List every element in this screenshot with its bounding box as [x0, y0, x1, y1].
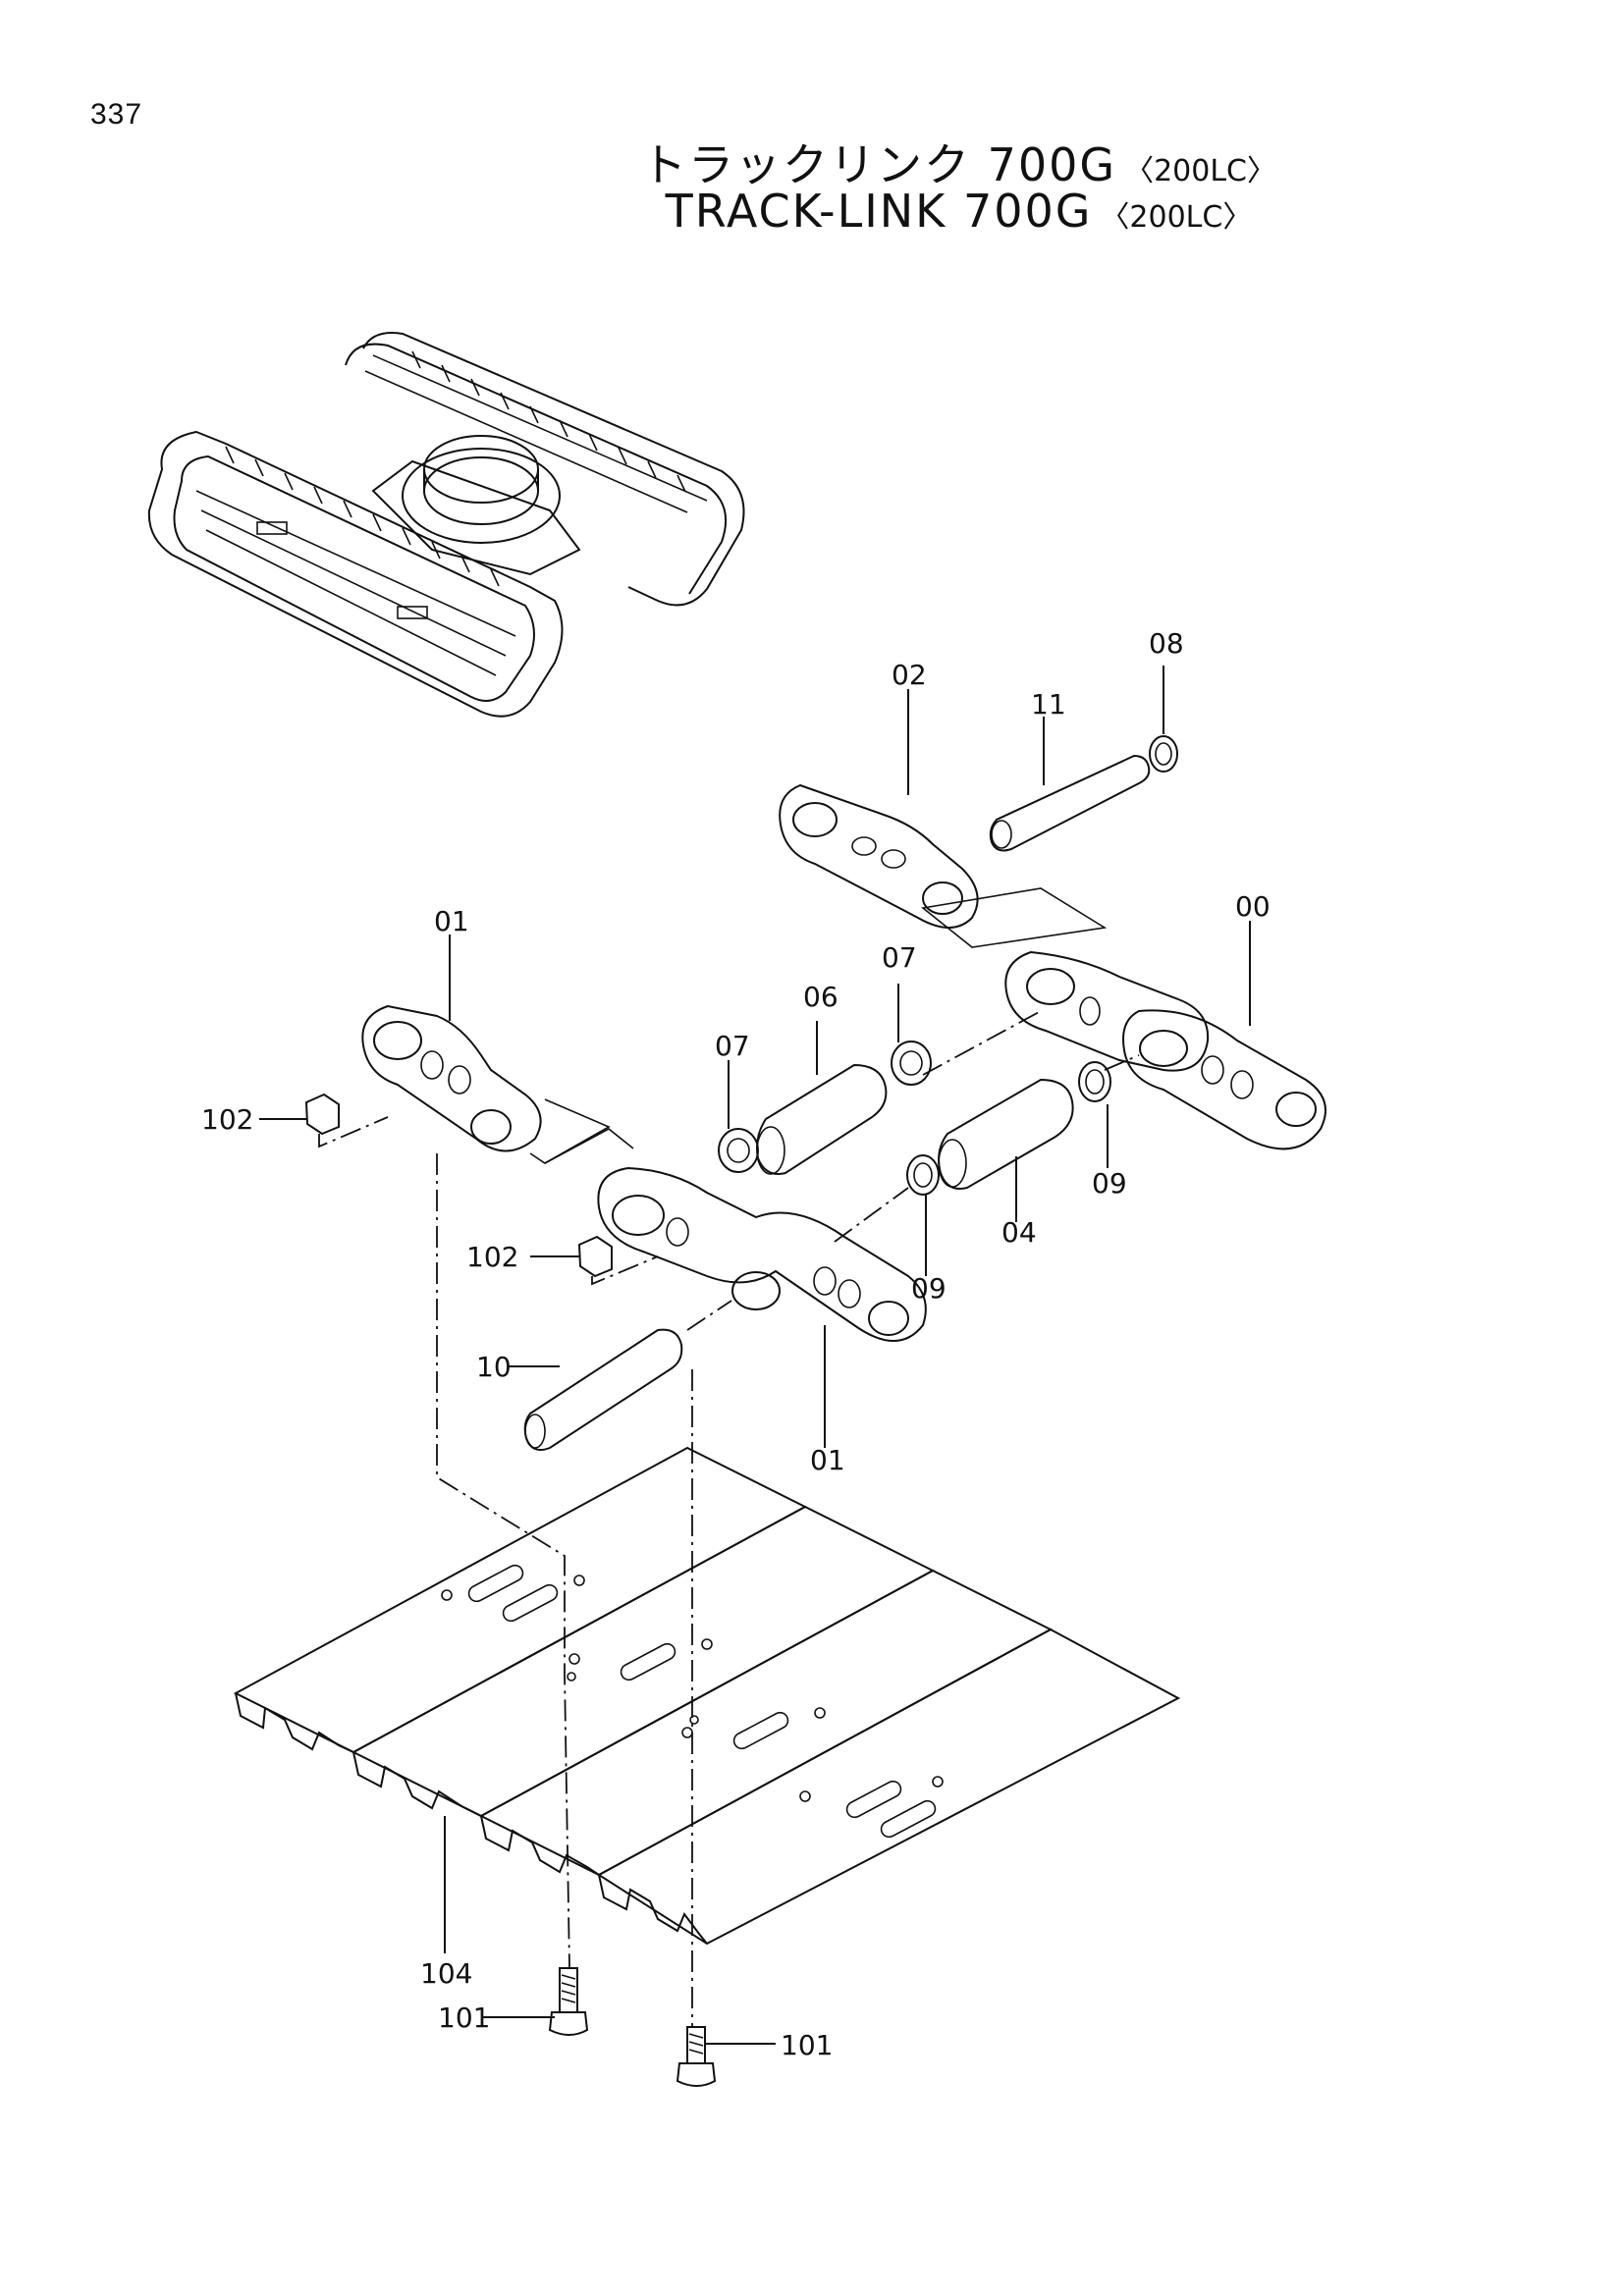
- link-00-upper-shape: [1004, 950, 1210, 1072]
- nut-102-lower-shape: [577, 1235, 613, 1278]
- link-02-shape: [779, 783, 979, 929]
- track-shoe-assembly: [233, 1153, 1181, 2027]
- callout-102-lower: 102: [466, 1241, 518, 1273]
- callout-09-right: 09: [1092, 1167, 1127, 1200]
- callout-labels: 08 02 11 01 00 07 06 07 102 09 04 102 09…: [201, 627, 1271, 2061]
- callout-104: 104: [420, 1957, 472, 1990]
- seal-07-lower-shape: [718, 1128, 759, 1173]
- callout-04: 04: [1001, 1216, 1037, 1249]
- track-shoe-2-shape: [351, 1505, 936, 1818]
- page-number: 337: [90, 98, 143, 131]
- bushing-06-shape: [756, 1063, 888, 1175]
- title-model-en: 〈200LC〉: [1100, 200, 1253, 235]
- washer-09-lower-shape: [906, 1154, 940, 1196]
- title-japanese-text: トラックリンク 700G: [641, 138, 1117, 191]
- callout-01-lower: 01: [810, 1444, 845, 1476]
- title-english-text: TRACK-LINK 700G: [665, 185, 1093, 238]
- callout-102-upper: 102: [201, 1103, 253, 1136]
- callout-07-right: 07: [882, 941, 917, 974]
- link-00-lower-shape: [1122, 1009, 1326, 1150]
- link-01-lower-shape: [597, 1166, 927, 1342]
- callout-10: 10: [476, 1351, 512, 1383]
- page-title-english: TRACK-LINK 700G〈200LC〉: [147, 185, 1623, 238]
- washer-09-upper-shape: [1078, 1061, 1111, 1102]
- link-01-upper-shape: [361, 1004, 542, 1152]
- track-shoe-4-shape: [597, 1628, 1181, 1946]
- nut-102-upper-shape: [304, 1093, 340, 1136]
- title-model-jp: 〈200LC〉: [1124, 154, 1276, 188]
- left-link-assembly: [304, 1004, 611, 1164]
- middle-bushings-and-seals: [718, 1041, 1074, 1243]
- undercarriage-overview-illustration: [147, 332, 745, 718]
- callout-11: 11: [1031, 688, 1066, 721]
- callout-09-lower: 09: [911, 1272, 947, 1305]
- right-link-assembly: [922, 950, 1326, 1150]
- pin-11-shape: [989, 754, 1151, 852]
- seal-07-upper-shape: [891, 1041, 932, 1086]
- callout-101-left: 101: [438, 2002, 490, 2034]
- callout-01-upper: 01: [434, 905, 469, 937]
- callout-02: 02: [892, 659, 927, 691]
- callout-06: 06: [803, 981, 839, 1013]
- upper-link-assembly: [779, 735, 1178, 948]
- callout-08: 08: [1149, 627, 1184, 660]
- callout-00: 00: [1235, 890, 1271, 923]
- leader-lines: [259, 666, 1251, 2045]
- callout-101-right: 101: [781, 2029, 833, 2061]
- bolts: [548, 1967, 717, 2087]
- ring-08-shape: [1149, 735, 1178, 773]
- lower-link-assembly: [523, 1128, 927, 1451]
- pin-10-shape: [523, 1328, 683, 1451]
- page-title-japanese: トラックリンク 700G〈200LC〉: [147, 130, 1623, 194]
- bushing-04-shape: [938, 1078, 1074, 1190]
- callout-07-left: 07: [715, 1030, 750, 1062]
